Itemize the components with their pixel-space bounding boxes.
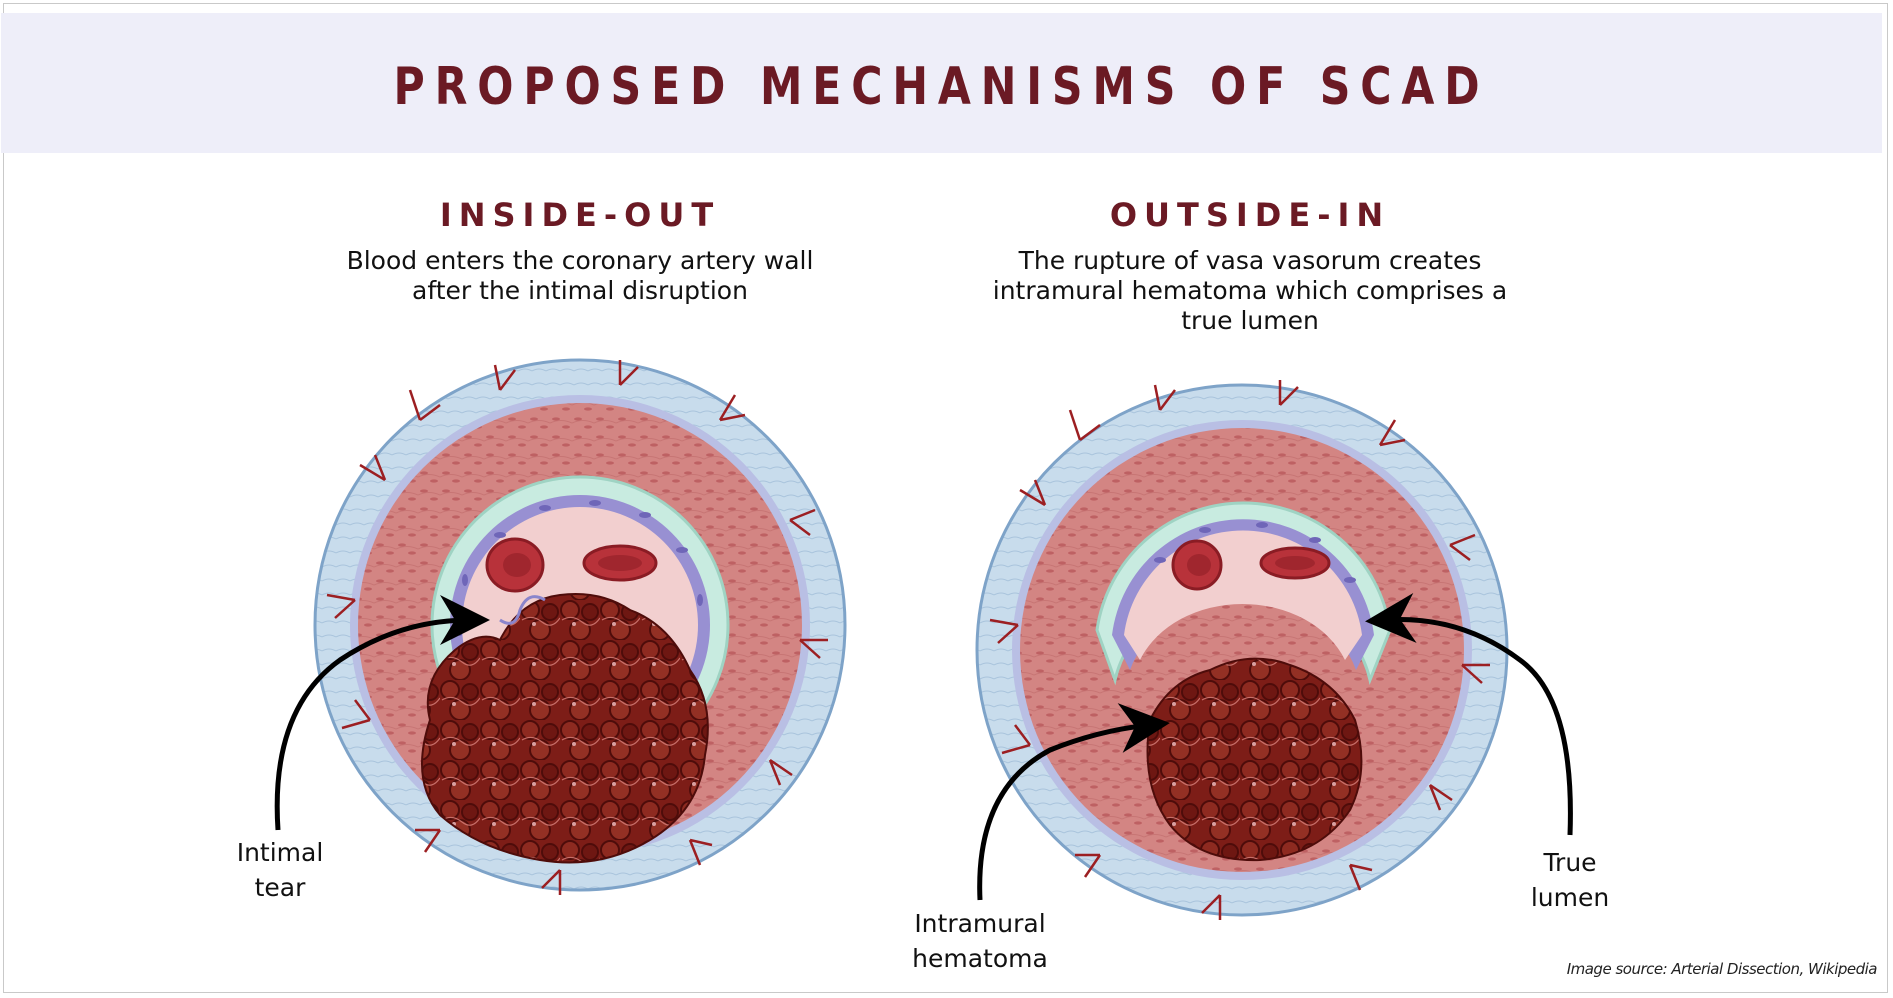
endothelial-cells xyxy=(1154,522,1356,583)
red-blood-cell-center xyxy=(503,553,531,577)
description-line: after the intimal disruption xyxy=(412,276,748,305)
description-line: The rupture of vasa vasorum creates xyxy=(1018,246,1482,275)
panel-description-outside-in: The rupture of vasa vasorum creates intr… xyxy=(950,246,1550,336)
intramural-hematoma xyxy=(421,593,709,864)
label-line: tear xyxy=(254,873,306,902)
page-title: PROPOSED MECHANISMS OF SCAD xyxy=(393,57,1490,117)
label-intimal-tear: Intimal tear xyxy=(210,835,350,905)
title-band: PROPOSED MECHANISMS OF SCAD xyxy=(1,13,1882,153)
torn-intima-flap xyxy=(499,595,546,625)
description-line: intramural hematoma which comprises a xyxy=(992,276,1508,305)
label-true-lumen: True lumen xyxy=(1510,845,1630,915)
panel-description-inside-out: Blood enters the coronary artery wall af… xyxy=(280,246,880,306)
label-line: hematoma xyxy=(912,944,1048,973)
red-blood-cell-center xyxy=(1187,554,1211,576)
label-line: lumen xyxy=(1530,883,1610,912)
intramural-hematoma-arrow xyxy=(977,703,1170,901)
panel-heading-outside-in: OUTSIDE-IN xyxy=(1109,196,1391,234)
vasa-vasorum xyxy=(326,360,828,895)
inside-out-artery xyxy=(274,358,847,895)
description-line: Blood enters the coronary artery wall xyxy=(346,246,814,275)
label-line: True xyxy=(1543,848,1597,877)
red-blood-cell-center xyxy=(1275,556,1315,570)
panel-heading-inside-out: INSIDE-OUT xyxy=(439,196,721,234)
label-line: Intimal xyxy=(236,838,324,867)
label-line: Intramural xyxy=(914,909,1046,938)
outside-in-artery xyxy=(975,380,1573,920)
intimal-tear-arrow xyxy=(274,595,490,831)
true-lumen-arrow xyxy=(1365,593,1573,836)
vasa-vasorum xyxy=(989,380,1490,920)
intramural-hematoma xyxy=(1146,657,1363,862)
red-blood-cell-center xyxy=(598,555,642,571)
image-source-credit: Image source: Arterial Dissection, Wikip… xyxy=(1566,960,1878,978)
figure-frame xyxy=(3,3,1888,993)
label-intramural-hematoma: Intramural hematoma xyxy=(905,906,1055,976)
description-line: true lumen xyxy=(1181,306,1319,335)
